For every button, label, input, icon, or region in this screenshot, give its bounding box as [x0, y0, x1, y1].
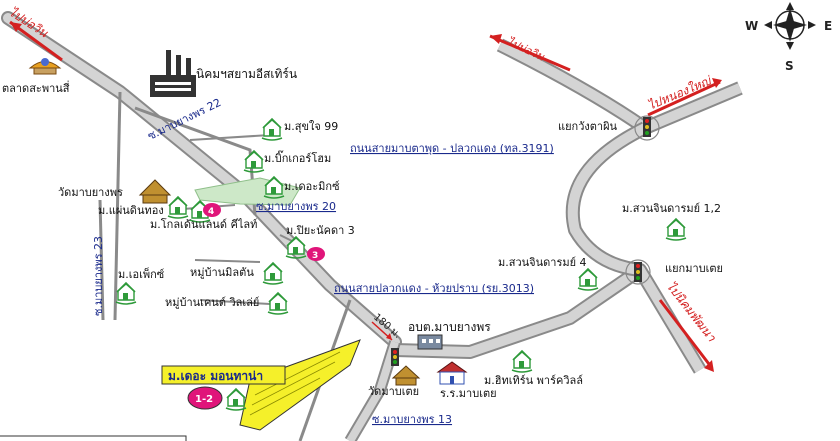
office-building-icon	[417, 334, 443, 350]
compass-s: S	[785, 59, 794, 73]
montana-label-box	[161, 365, 286, 385]
label-soi-20: ซ.มาบยางพร 20	[256, 200, 336, 213]
legend-box-edge	[0, 435, 187, 441]
house-icon-suk-jai	[261, 118, 283, 141]
label-heritage: ม.ฮิทเทิร์น พาร์ควิลล์	[484, 374, 583, 387]
compass-rose: W E S	[745, 2, 832, 73]
label-road-3013: ถนนสายปลวกแดง - ห้วยปราบ (รย.3013)	[334, 282, 534, 295]
label-school: ร.ร.มาบเตย	[440, 387, 497, 400]
house-icon-montana	[225, 388, 247, 411]
traffic-light-wang-ta-phin	[634, 115, 660, 141]
house-icon-kent-villa	[267, 292, 289, 315]
label-wang-ta-phin: แยกวังตาผิน	[558, 120, 618, 133]
soi-22-line	[113, 91, 122, 321]
temple-icon-mab-yang-phon	[138, 179, 172, 204]
traffic-light-mab-toei	[625, 259, 651, 285]
compass-w: W	[745, 19, 758, 33]
house-icon-suan-chin-1-2	[665, 218, 687, 241]
label-the-mix: ม.เดอะมิกซ์	[284, 180, 340, 193]
label-wat-mab-yang-phon: วัดมาบยางพร	[58, 186, 123, 199]
svg-text:1-2: 1-2	[195, 394, 213, 405]
montana-plot	[239, 339, 361, 431]
label-golden-land: ม.โกลเด้นแลนด์ คีไลท์	[150, 217, 257, 231]
traffic-light-sao	[391, 348, 399, 366]
label-milton: หมู่บ้านมิลตัน	[190, 266, 254, 279]
house-icon-milton	[262, 262, 284, 285]
badge-1-2: 1-2	[187, 386, 223, 410]
label-industrial-estate: นิคมฯสยามอีสเทิร์น	[196, 67, 297, 81]
svg-text:3: 3	[312, 251, 318, 261]
svg-text:4: 4	[208, 207, 214, 217]
market-icon	[28, 58, 62, 75]
label-suk-jai: ม.สุขใจ 99	[284, 120, 338, 133]
temple-icon-mab-toei	[391, 365, 421, 386]
house-icon-paen-din-thong	[167, 196, 189, 219]
soi-23-line	[98, 199, 105, 321]
house-icon-suan-chin-4	[577, 268, 599, 291]
label-kent-villa: หมู่บ้านเคนต์ วิลเล่ย์	[165, 296, 259, 309]
label-suan-chin-1-2: ม.สวนจินดารมย์ 1,2	[622, 202, 721, 215]
label-road-3191: ถนนสายมาบตาพุด - ปลวกแดง (ทล.3191)	[350, 142, 554, 155]
house-icon-big-green-home	[243, 150, 265, 173]
compass-e: E	[824, 19, 832, 33]
school-icon	[436, 361, 468, 385]
montana-label: ม.เดอะ มอนทาน่า	[168, 369, 263, 383]
label-sao-office: อบต.มาบยางพร	[408, 320, 491, 334]
house-icon-perfect	[115, 282, 137, 305]
label-wat-mab-toei: วัดมาบเตย	[368, 385, 419, 398]
road-network	[1, 11, 743, 441]
badge-4: 4	[203, 203, 221, 217]
badge-3: 3	[307, 247, 325, 261]
label-mab-toei-junction: แยกมาบเตย	[665, 262, 723, 275]
factory-icon	[150, 50, 196, 97]
label-piyanat: ม.ปิยะนัคดา 3	[286, 224, 355, 237]
label-big-green-home: ม.บิ๊กเกอร์โฮม	[264, 150, 331, 165]
label-suan-chin-4: ม.สวนจินดารมย์ 4	[498, 256, 587, 269]
house-icon-heritage	[511, 350, 533, 373]
label-perfect: ม.เอเพ็กซ์	[118, 267, 165, 281]
label-soi-23: ซ.มาบยางพร 23	[92, 236, 105, 316]
label-soi-13: ซ.มาบยางพร 13	[372, 413, 452, 426]
label-paen-din-thong: ม.แผ่นดินทอง	[98, 204, 164, 217]
label-market: ตลาดสะพานสี่	[2, 80, 70, 95]
